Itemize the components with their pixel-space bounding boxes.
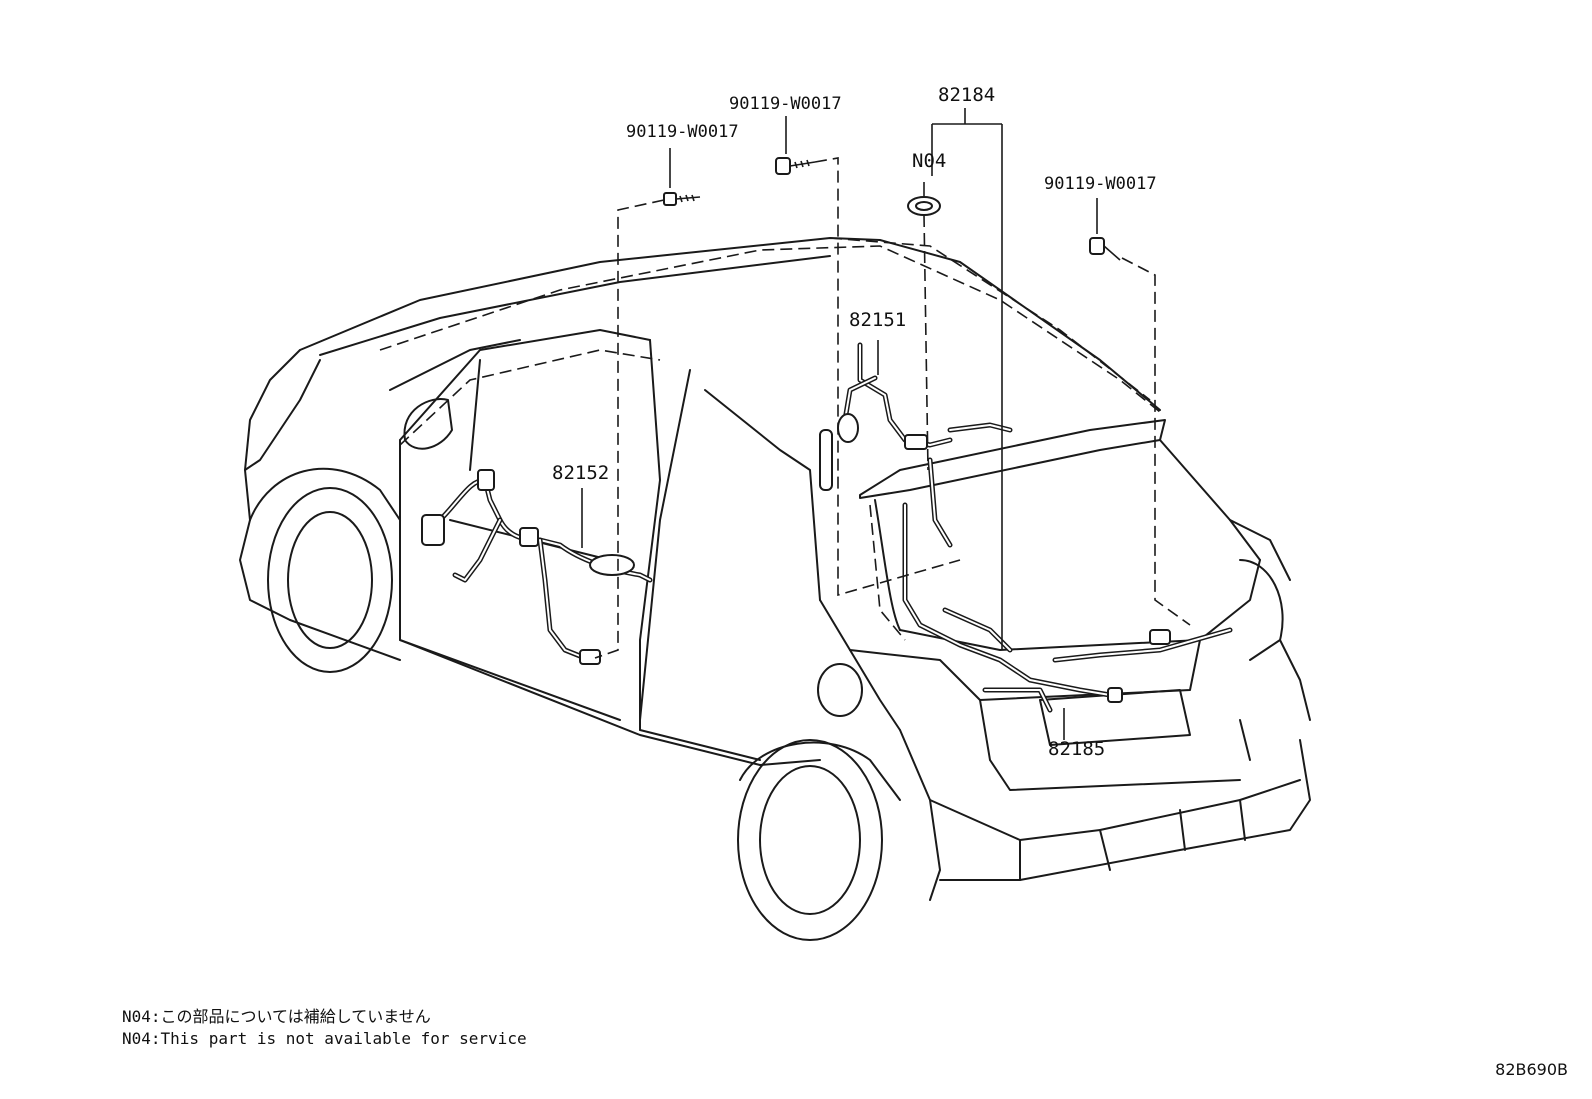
back-door-wire-harness-82185	[902, 457, 1233, 713]
note-japanese: N04:この部品については補給していません	[122, 1007, 431, 1026]
connector	[421, 514, 445, 546]
part-number-bolt-center: 90119-W0017	[729, 94, 842, 114]
leader-lines	[581, 108, 1191, 740]
part-number-bolt-left: 90119-W0017	[626, 122, 739, 142]
car-body	[239, 237, 1311, 941]
connector	[904, 434, 928, 450]
part-number-82151: 82151	[849, 309, 907, 331]
bolt-left	[663, 192, 701, 206]
roof-wire-harness-82151	[819, 342, 1013, 491]
bolt-center	[775, 157, 816, 175]
connector	[519, 527, 539, 547]
diagram-code: 82B690B	[1495, 1060, 1568, 1079]
note-ref-n04: N04	[912, 150, 947, 172]
door-wire-harness-82152	[421, 469, 653, 665]
connector	[589, 554, 635, 576]
clip-n04	[907, 196, 941, 216]
connector	[1107, 687, 1123, 703]
bolt-right	[1089, 237, 1121, 261]
harness-clip	[819, 429, 833, 491]
part-number-82184: 82184	[938, 84, 996, 106]
connector	[837, 413, 859, 443]
connector	[477, 469, 495, 491]
note-english: N04:This part is not available for servi…	[122, 1029, 527, 1048]
part-number-bolt-right: 90119-W0017	[1044, 174, 1157, 194]
part-number-82152: 82152	[552, 462, 610, 484]
connector	[1149, 629, 1171, 645]
part-number-82185: 82185	[1048, 738, 1106, 760]
